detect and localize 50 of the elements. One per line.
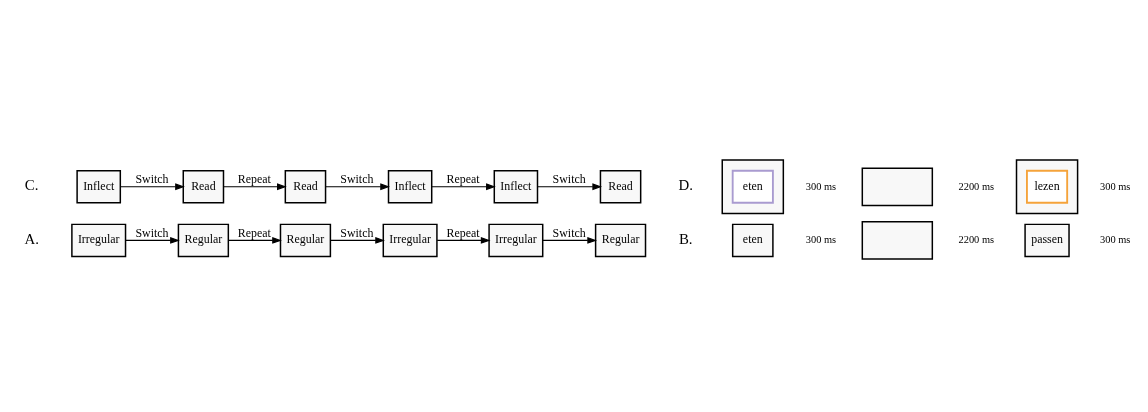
arrow xyxy=(330,236,385,244)
arrow xyxy=(125,236,180,244)
node-label: 300 ms xyxy=(805,180,837,192)
arrow xyxy=(227,236,282,244)
arrow xyxy=(536,182,603,190)
edge-label: Switch xyxy=(340,225,374,240)
label: C. xyxy=(24,176,39,193)
edge-label: Switch xyxy=(340,171,374,186)
edge-label: Repeat xyxy=(446,225,480,240)
node-box xyxy=(861,166,934,206)
label: D. xyxy=(678,176,693,193)
node-box: eten xyxy=(731,223,774,257)
node-box: passen xyxy=(1024,223,1070,257)
arrow xyxy=(431,182,496,190)
node-label: 2200 ms xyxy=(958,180,995,192)
node-label: 300 ms xyxy=(805,233,837,245)
cluster xyxy=(1015,158,1079,214)
edge-label: Switch xyxy=(552,225,586,240)
edge-label: Repeat xyxy=(237,225,271,240)
node-box: Regular xyxy=(177,223,230,257)
node-box: Read xyxy=(599,169,642,204)
node-box: Irregular xyxy=(488,223,544,257)
edge-label: Repeat xyxy=(237,171,271,186)
node-label: 300 ms xyxy=(1100,180,1131,192)
node-box: Regular xyxy=(594,223,647,257)
node-box: eten xyxy=(731,169,774,204)
label: B. xyxy=(678,230,693,247)
arrow xyxy=(222,182,287,190)
node-box: Inflect xyxy=(76,169,122,204)
node-box: Read xyxy=(284,169,327,204)
node-box: Irregular xyxy=(382,223,438,257)
edge-label: Switch xyxy=(135,171,169,186)
edge-label: Switch xyxy=(552,171,586,186)
arrow xyxy=(542,236,598,244)
arrow xyxy=(325,182,390,190)
node-box: Read xyxy=(182,169,225,204)
node-box: lezen xyxy=(1026,169,1069,204)
arrow xyxy=(436,236,491,244)
node-box: Regular xyxy=(279,223,332,257)
node-box xyxy=(861,220,934,260)
arrow xyxy=(119,182,185,190)
node-box: Inflect xyxy=(387,169,433,204)
cluster xyxy=(721,158,785,214)
edge-label: Repeat xyxy=(446,171,480,186)
node-label: 300 ms xyxy=(1100,233,1131,245)
edge-label: Switch xyxy=(135,225,169,240)
node-box: Irregular xyxy=(71,223,127,257)
label: A. xyxy=(24,230,39,247)
node-box: Inflect xyxy=(493,169,539,204)
node-label: 2200 ms xyxy=(958,233,995,245)
